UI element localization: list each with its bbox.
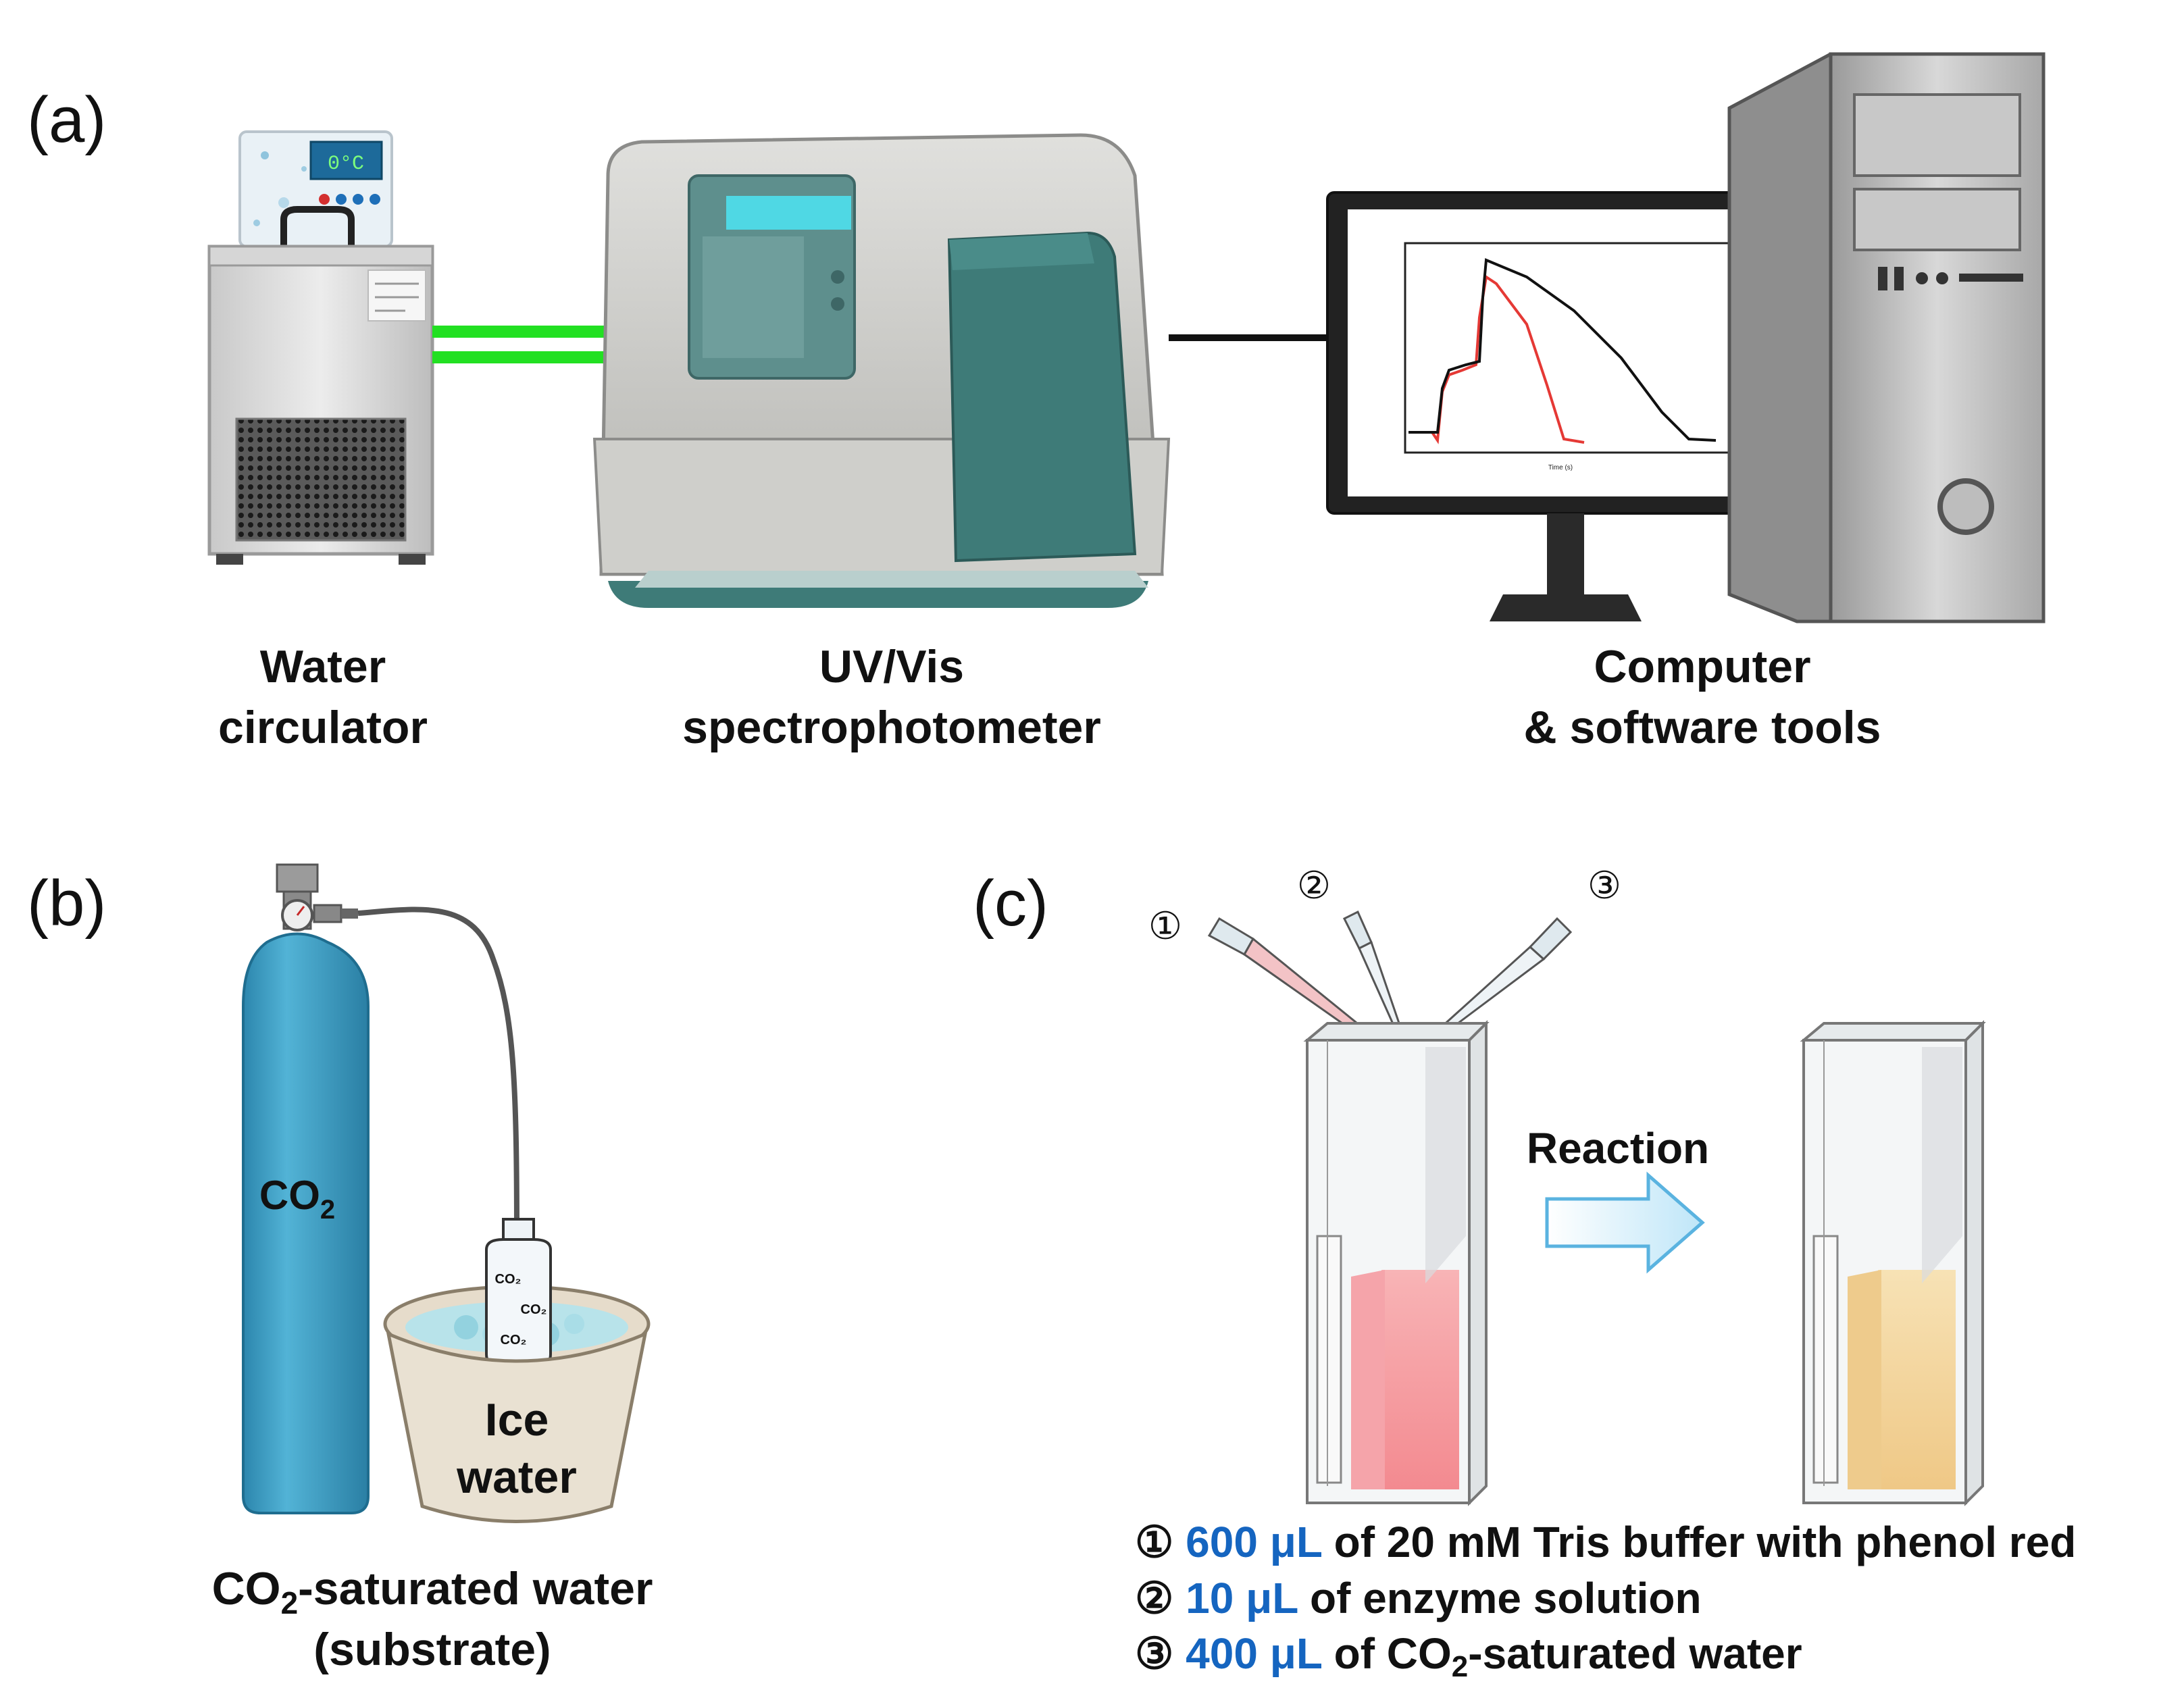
step-3-text-end: -saturated water <box>1468 1629 1802 1678</box>
step-2-number: ② <box>1135 1574 1173 1622</box>
reaction-label: Reaction <box>1527 1124 1709 1173</box>
pipette-number-1: ① <box>1148 904 1182 947</box>
svg-text:② 10 μL of enzyme solution: ② 10 μL of enzyme solution <box>1135 1574 1702 1622</box>
computer-caption-line1: Computer <box>1594 641 1810 692</box>
bottle-label-1: CO₂ <box>495 1272 522 1287</box>
bottle-label-3: CO₂ <box>501 1333 527 1348</box>
water-circulator-caption-line2: circulator <box>218 702 428 753</box>
svg-text:CO2: CO2 <box>259 1173 335 1225</box>
spectrophotometer-caption-line2: spectrophotometer <box>682 702 1101 753</box>
data-cable <box>1169 334 1331 341</box>
gas-hose <box>357 906 519 1237</box>
pipettes-illustration <box>1207 910 1573 1048</box>
svg-text:CO2-saturated water: CO2-saturated water <box>212 1563 653 1620</box>
step-2-text: of enzyme solution <box>1298 1574 1701 1622</box>
pc-tower-illustration <box>1727 52 2046 623</box>
step-2-amount: 10 μL <box>1186 1574 1298 1622</box>
svg-text:① 600 μL of 20 mM Tris buffer: ① 600 μL of 20 mM Tris buffer with pheno… <box>1135 1518 2076 1566</box>
panel-label-c: (c) <box>973 867 1048 940</box>
step-3-number: ③ <box>1135 1629 1173 1678</box>
reaction-arrow <box>1545 1171 1705 1274</box>
panel-label-b: (b) <box>27 867 106 940</box>
water-circulator-caption-line1: Water <box>260 641 386 692</box>
cuvette-before-reaction <box>1303 1020 1490 1506</box>
ice-label-line1: Ice <box>485 1394 549 1445</box>
cylinder-label: CO <box>259 1173 320 1218</box>
panel-label-a: (a) <box>27 84 106 156</box>
monitor-illustration: Time (s) <box>1326 191 1805 621</box>
svg-text:Time (s): Time (s) <box>1548 464 1573 471</box>
cuvette-after-reaction <box>1800 1020 1986 1506</box>
temperature-display: 0°C <box>328 153 364 176</box>
ice-bucket-illustration: CO₂ CO₂ CO₂ Ice water <box>383 1218 651 1523</box>
circulator-tubes <box>432 326 608 363</box>
ice-label-line2: water <box>456 1452 577 1503</box>
co2-cylinder-illustration: CO2 <box>242 863 370 1514</box>
pipette-number-3: ③ <box>1588 864 1621 906</box>
substrate-caption-post: -saturated water <box>298 1563 653 1614</box>
spectrophotometer-caption-line1: UV/Vis <box>819 641 964 692</box>
svg-text:③ 400 μL of CO2-saturated wate: ③ 400 μL of CO2-saturated water <box>1135 1629 1802 1683</box>
pipette-number-2: ② <box>1297 864 1331 906</box>
step-1-text: of 20 mM Tris buffer with phenol red <box>1322 1518 2077 1566</box>
step-1-number: ① <box>1135 1518 1173 1566</box>
water-circulator-illustration: 0°C <box>207 130 434 565</box>
step-3-amount: 400 μL <box>1186 1629 1322 1678</box>
substrate-caption-pre: CO <box>212 1563 281 1614</box>
cylinder-label-subscript: 2 <box>320 1195 335 1225</box>
step-3-subscript: 2 <box>1452 1650 1468 1683</box>
computer-caption-line2: & software tools <box>1524 702 1881 753</box>
step-1-amount: 600 μL <box>1186 1518 1322 1566</box>
step-3-text: of CO <box>1322 1629 1452 1678</box>
bottle-label-2: CO₂ <box>521 1302 547 1317</box>
substrate-caption-sub: 2 <box>281 1585 299 1620</box>
substrate-caption-line2: (substrate) <box>313 1624 551 1675</box>
spectrophotometer-illustration <box>592 133 1171 608</box>
